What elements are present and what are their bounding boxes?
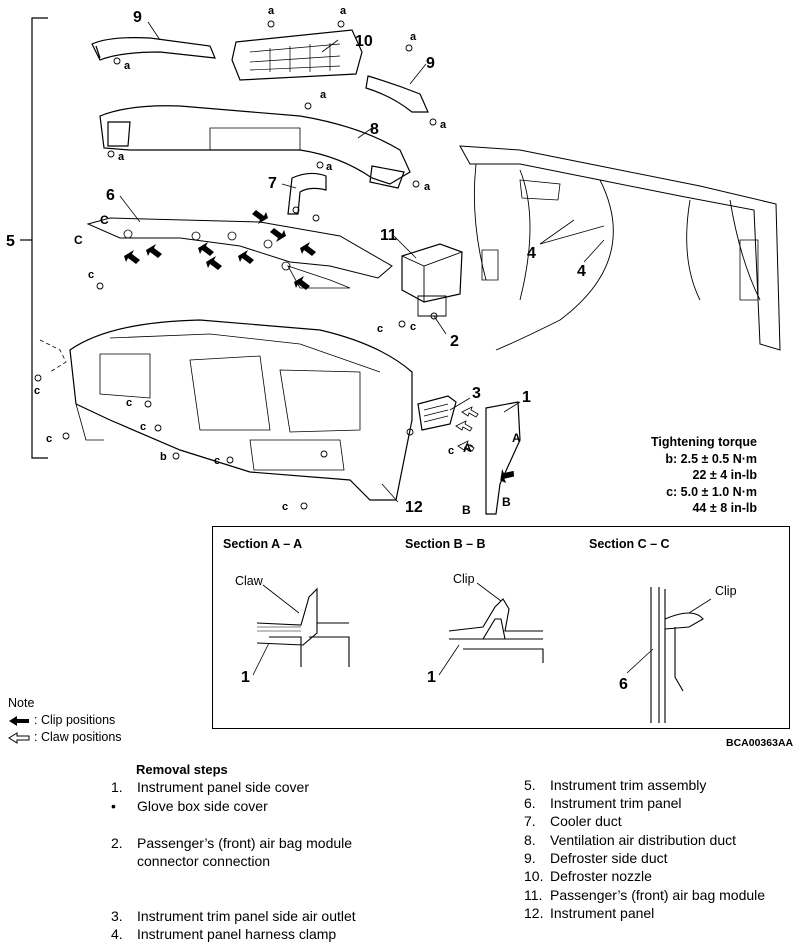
- passenger-air-bag-module: [401, 243, 463, 303]
- fastener-label-c: c: [448, 445, 454, 457]
- fastener-label-c: c: [88, 269, 94, 281]
- torque-c-imperial: 44 ± 8 in-lb: [692, 501, 757, 515]
- callout-3: 3: [472, 385, 481, 402]
- fastener-label-a: a: [424, 181, 431, 193]
- callout-11: 11: [380, 227, 397, 244]
- cooler-duct: [287, 172, 327, 215]
- legend-claw-row: : Claw positions: [8, 729, 122, 746]
- defroster-side-duct-right: [365, 75, 429, 113]
- fastener-label-c: c: [126, 397, 132, 409]
- callout-9-right: 9: [426, 55, 435, 72]
- section-aa-drawing: [256, 587, 350, 667]
- section-marker-B: B: [462, 503, 471, 517]
- tightening-torque-spec: Tightening torque b: 2.5 ± 0.5 N·m 22 ± …: [651, 434, 757, 517]
- fastener-label-c: c: [282, 501, 288, 513]
- claw-positions-label: : Claw positions: [34, 730, 122, 744]
- section-marker-B: B: [502, 495, 511, 509]
- defroster-side-duct-left: [91, 37, 216, 61]
- callout-8: 8: [370, 121, 379, 138]
- callout-12: 12: [405, 499, 423, 516]
- callout-9-left: 9: [133, 9, 142, 26]
- fastener-label-c: c: [140, 421, 146, 433]
- claw-callout: Claw: [235, 574, 264, 588]
- section-marker-A: A: [463, 441, 472, 455]
- instrument-panel-harness: [459, 145, 781, 351]
- section-bb-part: 1: [427, 669, 436, 686]
- section-cc-part: 6: [619, 676, 628, 693]
- callout-6: 6: [106, 187, 115, 204]
- section-marker-C: C: [100, 213, 109, 227]
- ventilation-air-distribution-duct: [99, 105, 411, 185]
- defroster-nozzle: [231, 29, 363, 81]
- fastener-label-c: c: [34, 385, 40, 397]
- section-marker-C: C: [74, 233, 83, 247]
- fastener-label-c: c: [410, 321, 416, 333]
- callout-5: 5: [6, 233, 15, 250]
- fastener-label-c: c: [214, 455, 220, 467]
- fastener-label-a: a: [340, 5, 347, 17]
- section-bb-drawing: [448, 598, 544, 663]
- fastener-label-a: a: [326, 161, 333, 173]
- section-marker-A: A: [512, 431, 521, 445]
- removal-steps-title: Removal steps: [136, 762, 228, 777]
- torque-c-metric: c: 5.0 ± 1.0 N·m: [666, 484, 757, 499]
- clip-callout-bb: Clip: [453, 572, 475, 586]
- fastener-label-a: a: [440, 119, 447, 131]
- section-views-box: Section A – A Section B – B Section C – …: [212, 526, 790, 729]
- callout-2: 2: [450, 333, 459, 350]
- fastener-label-a: a: [320, 89, 327, 101]
- callout-4b: 4: [577, 263, 586, 280]
- clip-positions-label: : Clip positions: [34, 713, 116, 727]
- claw-arrow-icon: [8, 731, 30, 744]
- section-aa-part: 1: [241, 669, 250, 686]
- assembly-bracket: [31, 17, 48, 459]
- fastener-markers: [34, 20, 474, 510]
- legend-note: Note : Clip positions : Claw positions: [8, 695, 122, 746]
- clip-callout-cc: Clip: [715, 584, 737, 598]
- section-cc-drawing: [650, 587, 704, 723]
- note-title: Note: [8, 696, 35, 710]
- torque-b-metric: b: 2.5 ± 0.5 N·m: [665, 451, 757, 466]
- clip-position-arrows: [124, 210, 515, 483]
- instrument-panel-side-cover: [485, 401, 521, 515]
- fastener-label-a: a: [268, 5, 275, 17]
- section-aa-title: Section A – A: [223, 537, 303, 551]
- side-air-outlet: [417, 395, 457, 431]
- torque-b-imperial: 22 ± 4 in-lb: [692, 468, 757, 482]
- legend-clip-row: : Clip positions: [8, 712, 122, 729]
- instrument-trim-panel: [86, 217, 393, 279]
- callout-7: 7: [268, 175, 277, 192]
- exploded-view-diagram: 9 10 9 8 7 6 11 4 4 5 2 3 1 12 a a a a a…: [6, 5, 781, 517]
- section-drawings: Claw 1 Clip 1 Clip 6: [235, 572, 737, 723]
- section-bb-title: Section B – B: [405, 537, 486, 551]
- fastener-label-c: c: [377, 323, 383, 335]
- fastener-label-a: a: [410, 31, 417, 43]
- callout-4a: 4: [527, 245, 536, 262]
- fastener-label-a: a: [124, 60, 131, 72]
- clip-arrow-icon: [9, 715, 29, 726]
- instrument-panel: [69, 319, 413, 501]
- torque-title: Tightening torque: [650, 435, 757, 449]
- callout-1: 1: [522, 389, 531, 406]
- callout-10: 10: [355, 33, 373, 50]
- fastener-label-b: b: [160, 451, 167, 463]
- section-cc-title: Section C – C: [589, 537, 670, 551]
- fastener-label-a: a: [118, 151, 125, 163]
- fastener-label-c: c: [46, 433, 52, 445]
- figure-code: BCA00363AA: [726, 737, 794, 749]
